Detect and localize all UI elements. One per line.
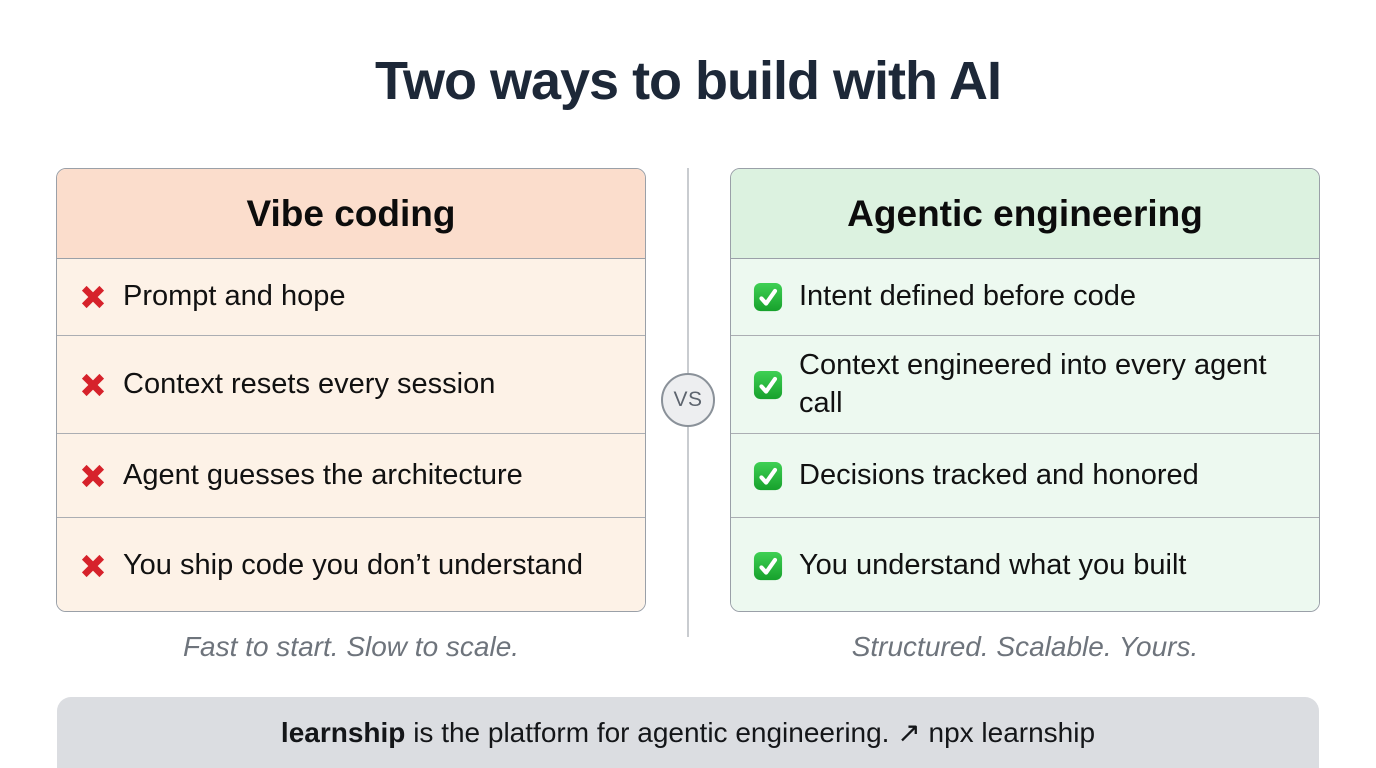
list-item-text: Intent defined before code	[799, 280, 1136, 313]
list-item-text: You ship code you don’t understand	[123, 548, 584, 581]
list-item-text: You understand what you built	[799, 548, 1187, 581]
list-item: Agent guesses the architecture	[57, 434, 645, 518]
list-item: Context resets every session	[57, 336, 645, 434]
vibe-coding-panel-title: Vibe coding	[57, 169, 645, 259]
agentic-engineering-panel: Agentic engineering Intent defined befor…	[730, 168, 1320, 612]
vs-badge: VS	[661, 373, 715, 427]
list-item: Intent defined before code	[731, 259, 1319, 336]
check-mark-icon	[753, 282, 783, 312]
footer-command: npx learnship	[920, 716, 1096, 748]
list-item: Decisions tracked and honored	[731, 434, 1319, 518]
agentic-engineering-caption: Structured. Scalable. Yours.	[851, 631, 1199, 662]
vibe-coding-panel: Vibe coding Prompt and hope Context rese…	[56, 168, 646, 612]
check-mark-icon	[753, 370, 783, 400]
footer-banner: learnship is the platform for agentic en…	[57, 697, 1319, 768]
vibe-coding-caption: Fast to start. Slow to scale.	[182, 631, 520, 662]
arrow-up-right-icon: ↗	[897, 717, 921, 748]
brand-name: learnship	[280, 716, 406, 748]
x-mark-icon	[79, 283, 107, 311]
list-item: Context engineered into every agent call	[731, 336, 1319, 434]
check-mark-icon	[753, 461, 783, 491]
agentic-engineering-panel-title: Agentic engineering	[731, 169, 1319, 259]
list-item-text: Context engineered into every agent call	[799, 349, 1267, 419]
footer-text: is the platform for agentic engineering.	[405, 716, 898, 748]
page-title: Two ways to build with AI	[375, 51, 1002, 111]
x-mark-icon	[79, 552, 107, 580]
x-mark-icon	[79, 462, 107, 490]
list-item: Prompt and hope	[57, 259, 645, 336]
list-item-text: Agent guesses the architecture	[123, 458, 523, 491]
list-item-text: Context resets every session	[123, 367, 496, 400]
check-mark-icon	[753, 551, 783, 581]
x-mark-icon	[79, 371, 107, 399]
list-item: You understand what you built	[731, 518, 1319, 611]
list-item-text: Decisions tracked and honored	[799, 458, 1199, 491]
list-item-text: Prompt and hope	[123, 280, 346, 313]
list-item: You ship code you don’t understand	[57, 518, 645, 611]
